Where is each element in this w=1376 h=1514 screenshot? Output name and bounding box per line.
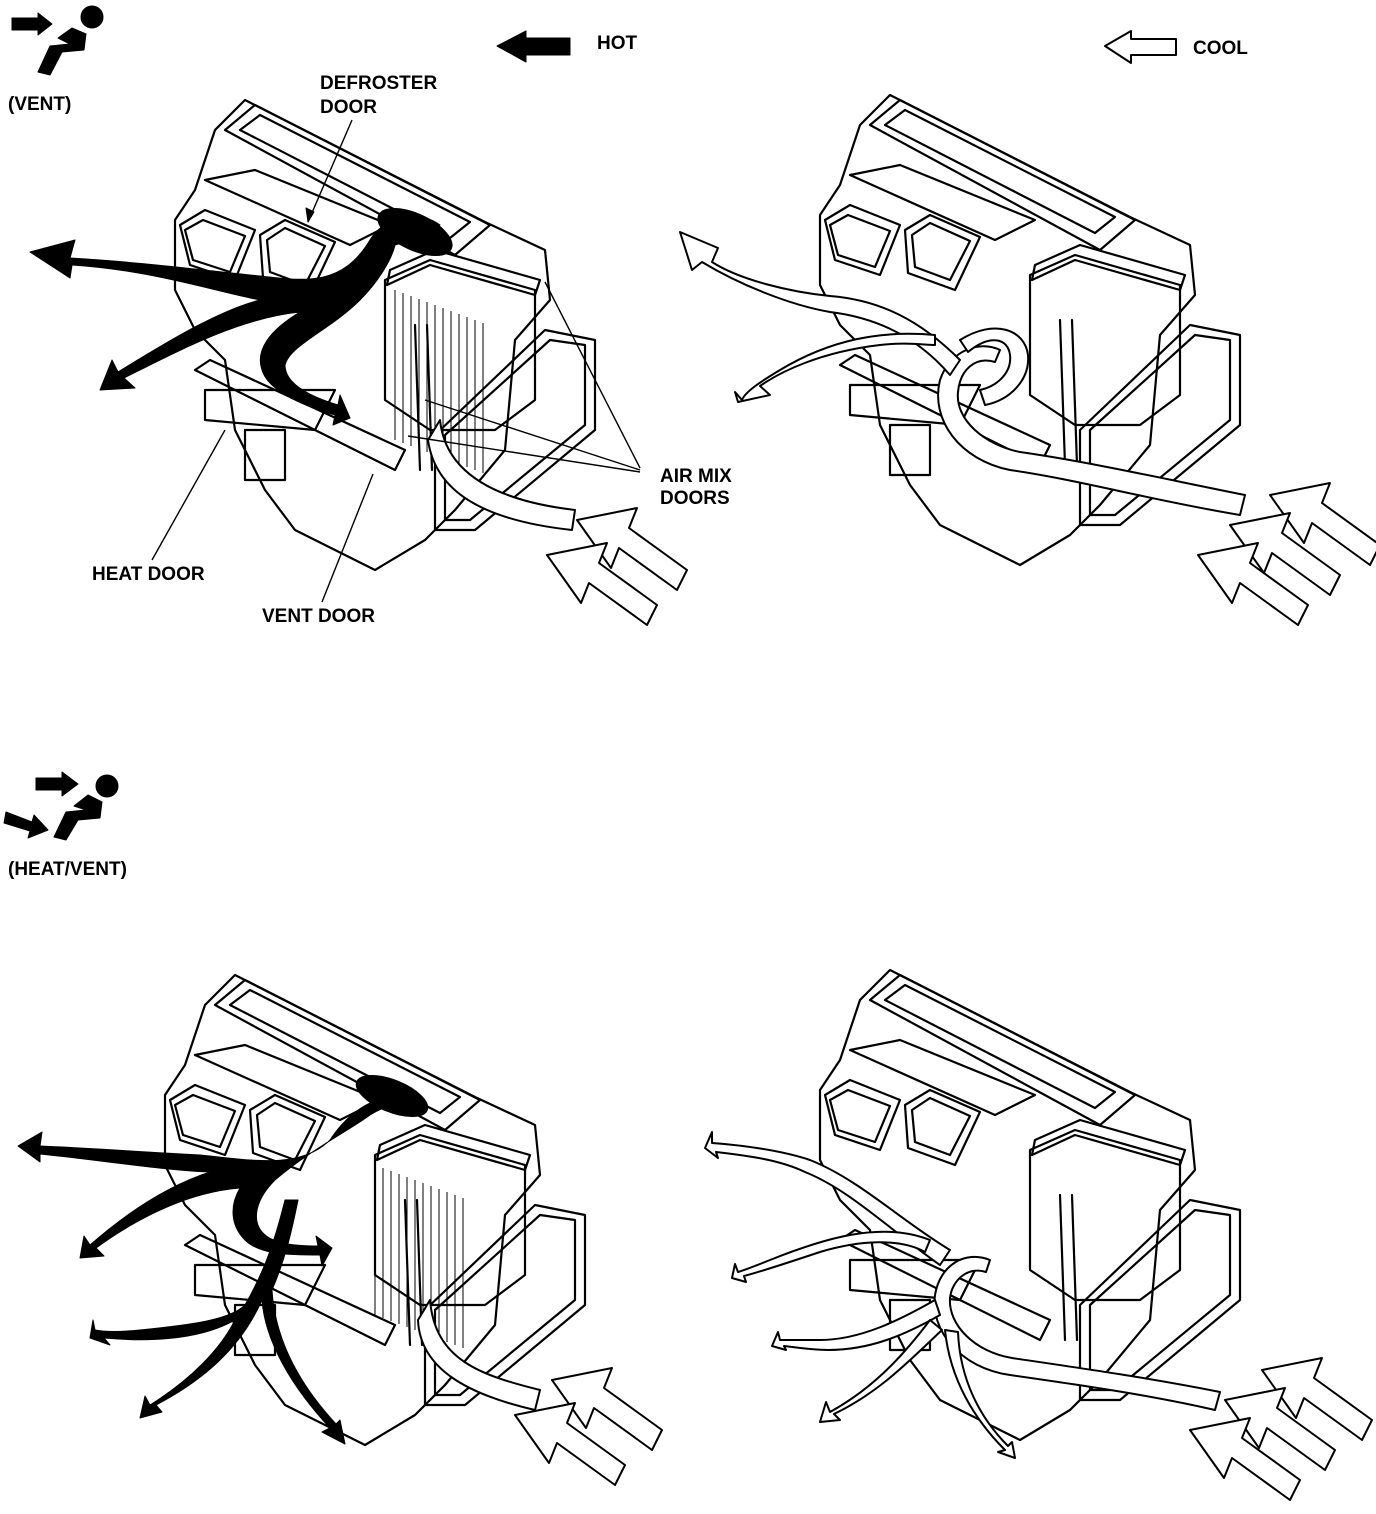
hot-arrow-icon [496, 30, 571, 63]
heater-unit [163, 973, 587, 1447]
panel-heatvent-hot [17, 973, 663, 1486]
air-mix-leader [544, 281, 641, 469]
hot-airflow [29, 216, 441, 426]
vent-mode-icon [11, 5, 104, 76]
vent-mode-label: (VENT) [8, 94, 71, 115]
heat-door-label: HEAT DOOR [92, 564, 205, 585]
vent-mode: (VENT) [8, 5, 104, 115]
cool-arrow-icon [1104, 30, 1177, 64]
heat-vent-mode: (HEAT/VENT) [3, 771, 127, 880]
hot-label: HOT [597, 33, 638, 54]
defroster-door-label-line1: DEFROSTER [320, 73, 437, 94]
vent-door-leader [321, 473, 374, 603]
panel-vent-cool [679, 93, 1376, 626]
cool-airflow [933, 1255, 1221, 1411]
heat-vent-mode-label: (HEAT/VENT) [8, 859, 127, 880]
legend: HOT COOL [496, 30, 1248, 64]
hot-airflow [17, 1096, 411, 1267]
cool-label: COOL [1193, 38, 1248, 59]
panel-vent-hot: DEFROSTER DOOR AIR MIX DOORS HEAT DOOR V… [29, 73, 732, 627]
air-mix-doors-label-line2: DOORS [660, 488, 730, 509]
heater-unit [173, 98, 597, 572]
air-mix-doors-label-line1: AIR MIX [660, 466, 732, 487]
air-mix-leader [407, 435, 641, 473]
defroster-door-label-line2: DOOR [320, 97, 377, 118]
vent-door-label: VENT DOOR [262, 606, 375, 627]
defroster-door-leader [307, 119, 353, 223]
air-mix-leader [424, 399, 641, 471]
panel-heatvent-cool [704, 968, 1373, 1501]
cool-airflow [937, 345, 1246, 516]
heat-vent-mode-icon [3, 771, 119, 841]
heat-door-leader [151, 429, 226, 561]
